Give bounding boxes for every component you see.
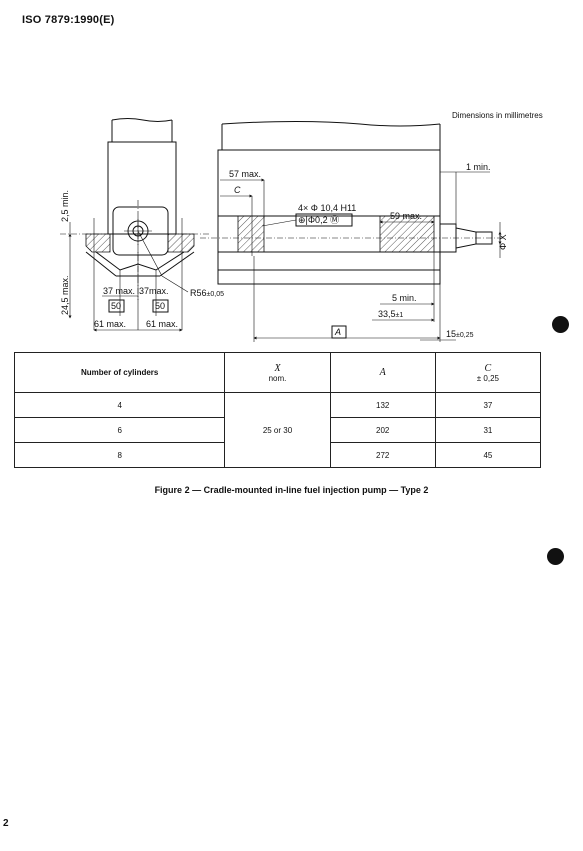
dim-5-min: 5 min. [392, 293, 417, 303]
cell-x-nom: 25 or 30 [224, 392, 331, 468]
side-view: 57 max. C 4× Φ 10,4 H11 ⊕|Φ0,2 Ⓜ 59 max.… [200, 121, 508, 342]
page-number: 2 [3, 818, 9, 829]
margin-dot-lower [547, 548, 564, 565]
dim-37-max-left: 37 max. [103, 286, 135, 296]
cell-c: 31 [434, 417, 542, 443]
cell-cylinders: 8 [13, 442, 226, 468]
cell-cylinders: 4 [13, 392, 226, 418]
figure-caption: Figure 2 — Cradle-mounted in-line fuel i… [154, 485, 429, 495]
table-header-row: Number of cylinders X nom. A C ± 0,25 [13, 352, 542, 393]
dim-59-max: 59 max. [390, 211, 422, 221]
dim-1-min: 1 min. [466, 162, 491, 172]
table-row: 8 272 45 [13, 442, 542, 468]
position-tolerance: ⊕|Φ0,2 Ⓜ [298, 215, 339, 225]
table-row: 4 25 or 30 132 37 [13, 392, 542, 468]
x-sub: nom. [268, 373, 287, 383]
col-c: C ± 0,25 [434, 352, 542, 393]
dim-2-5-min: 2,5 min. [60, 190, 70, 222]
box-50-right: 50 [155, 301, 165, 311]
margin-dot-upper [552, 316, 569, 333]
x-symbol: X [274, 362, 281, 374]
dim-37-max-right: 37max. [139, 286, 169, 296]
cell-a: 272 [329, 442, 436, 468]
dim-24-5-max: 24,5 max. [60, 275, 70, 315]
hole-spec: 4× Φ 10,4 H11 [298, 203, 356, 213]
box-50-left: 50 [111, 301, 121, 311]
radius-label: R56±0,05 [190, 288, 224, 298]
table-row: 6 202 31 [13, 417, 542, 443]
dim-c: C [234, 185, 241, 195]
c-symbol: C [484, 362, 492, 374]
dim-57-max: 57 max. [229, 169, 261, 179]
col-a: A [329, 352, 436, 393]
c-sub: ± 0,25 [476, 373, 499, 383]
cell-a: 202 [329, 417, 436, 443]
technical-drawing: R56±0,05 2,5 min. 24,5 max. 37 max. 37ma… [60, 118, 508, 342]
end-view: R56±0,05 2,5 min. 24,5 max. 37 max. 37ma… [60, 118, 224, 332]
cell-c: 45 [434, 442, 542, 468]
dim-phi-x: Φ X [498, 234, 508, 250]
cell-c: 37 [434, 392, 542, 418]
document-header: ISO 7879:1990(E) [22, 14, 115, 26]
dim-15: 15±0,25 [446, 329, 474, 339]
dim-61-max-left: 61 max. [94, 319, 126, 329]
a-symbol: A [379, 367, 386, 378]
cell-cylinders: 6 [13, 417, 226, 443]
cylinder-table: Number of cylinders X nom. A C ± 0,25 4 … [13, 352, 542, 468]
cell-a: 132 [329, 392, 436, 418]
dimensions-note: Dimensions in millimetres [452, 111, 543, 120]
col-x: X nom. [224, 352, 331, 393]
dim-33-5: 33,5±1 [378, 309, 403, 319]
box-a: A [334, 327, 341, 337]
dim-61-max-right: 61 max. [146, 319, 178, 329]
col-cylinders: Number of cylinders [13, 352, 226, 393]
